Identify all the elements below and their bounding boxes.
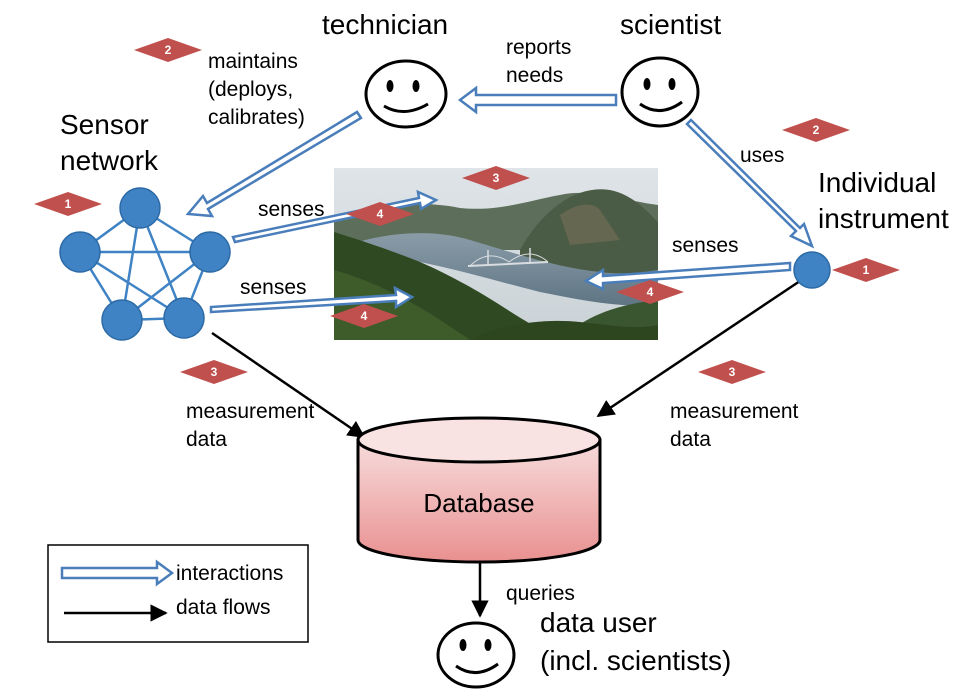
maintains-arrow — [185, 110, 363, 218]
sensor-node — [59, 231, 101, 273]
senses-instrument-label: senses — [672, 234, 739, 257]
senses-instrument-arrow — [583, 261, 792, 291]
svg-text:1: 1 — [65, 197, 72, 211]
badges: 2 2 1 1 3 4 4 4 — [34, 38, 900, 384]
legend-interactions-swatch — [60, 559, 175, 587]
legend-interactions-label: interactions — [176, 562, 283, 585]
svg-text:3: 3 — [493, 171, 500, 185]
badge-measurement-left: 3 — [180, 360, 248, 384]
maintains-label-line3: calibrates) — [208, 106, 305, 129]
database-cylinder: Database — [356, 416, 602, 564]
senses-network-bottom-label: senses — [240, 276, 307, 299]
data-user-label-line1: data user — [540, 607, 657, 638]
measurement-right-arrow — [596, 279, 801, 418]
senses-network-top-label: senses — [258, 198, 325, 221]
sensor-node — [101, 299, 143, 341]
measurement-left-arrow — [211, 331, 366, 439]
badge-uses: 2 — [782, 118, 850, 142]
badge-senses-network-bottom: 4 — [330, 304, 398, 328]
sensor-network-label-line2: network — [60, 145, 159, 176]
svg-text:2: 2 — [165, 43, 172, 57]
data-user-smiley-icon — [436, 621, 516, 689]
svg-text:4: 4 — [361, 309, 368, 323]
labels: technician scientist reports needs maint… — [60, 9, 949, 676]
queries-label: queries — [506, 582, 575, 605]
measurement-left-label-line1: measurement — [186, 400, 315, 423]
sensor-node — [119, 187, 161, 229]
data-user-label-line2: (incl. scientists) — [540, 645, 731, 676]
legend: interactions data flows — [47, 544, 309, 643]
svg-text:4: 4 — [377, 207, 384, 221]
maintains-label-line2: (deploys, — [208, 78, 293, 101]
measurement-left-label-line2: data — [186, 428, 227, 451]
reports-needs-label-line2: needs — [506, 64, 563, 87]
svg-text:4: 4 — [647, 285, 654, 299]
maintains-label-line1: maintains — [208, 50, 298, 73]
senses-network-bottom-arrow — [209, 285, 415, 314]
badge-maintains: 2 — [134, 38, 202, 62]
svg-text:2: 2 — [813, 123, 820, 137]
measurement-right-label-line2: data — [670, 428, 711, 451]
badge-instrument: 1 — [832, 258, 900, 282]
badge-senses-instrument: 4 — [616, 280, 684, 304]
technician-smiley-icon — [364, 59, 448, 129]
interaction-arrows — [185, 85, 815, 314]
svg-text:3: 3 — [729, 365, 736, 379]
svg-text:3: 3 — [211, 365, 218, 379]
instrument-node — [793, 251, 831, 289]
legend-data-flows-label: data flows — [176, 596, 271, 619]
instrument-label-line1: Individual — [818, 167, 936, 198]
reports-needs-arrow — [457, 85, 618, 115]
svg-text:1: 1 — [863, 263, 870, 277]
database-label: Database — [423, 488, 534, 518]
river-landscape-photo — [334, 168, 658, 340]
reports-needs-label-line1: reports — [506, 36, 571, 59]
sensor-network-label-line1: Sensor — [60, 109, 149, 140]
sensor-network-nodes — [59, 187, 231, 341]
sensor-node — [189, 231, 231, 273]
sensor-node — [163, 297, 205, 339]
scientist-smiley-icon — [620, 56, 700, 128]
technician-label: technician — [322, 9, 448, 40]
data-flow-arrows — [211, 279, 801, 618]
uses-arrow — [685, 118, 815, 249]
senses-network-top-arrow — [231, 189, 439, 244]
badge-measurement-right: 3 — [698, 360, 766, 384]
instrument-label-line2: instrument — [818, 203, 949, 234]
scientist-label: scientist — [620, 9, 721, 40]
uses-label: uses — [740, 144, 784, 167]
badge-senses-network-top: 4 — [346, 202, 414, 226]
badge-sensor-network: 1 — [34, 192, 102, 216]
badge-environment: 3 — [462, 166, 530, 190]
measurement-right-label-line1: measurement — [670, 400, 799, 423]
